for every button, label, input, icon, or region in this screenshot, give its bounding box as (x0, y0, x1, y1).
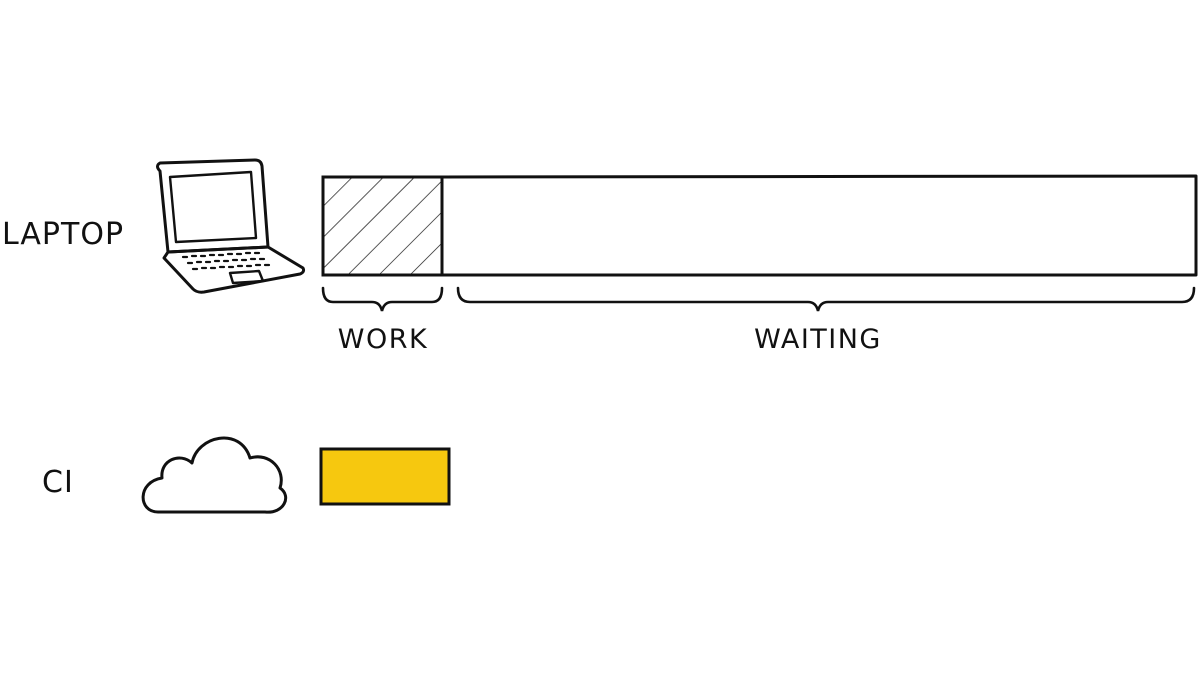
ci-row-label: CI (42, 465, 74, 500)
cloud-icon (141, 436, 288, 514)
work-segment (321, 175, 444, 277)
waiting-brace (456, 286, 1196, 312)
laptop-row-label: LAPTOP (2, 217, 124, 252)
waiting-label: WAITING (754, 324, 882, 355)
work-brace (321, 286, 444, 312)
laptop-icon (156, 158, 306, 294)
ci-build-bar (319, 447, 451, 506)
waiting-segment (440, 174, 1198, 277)
work-label: WORK (338, 324, 428, 355)
